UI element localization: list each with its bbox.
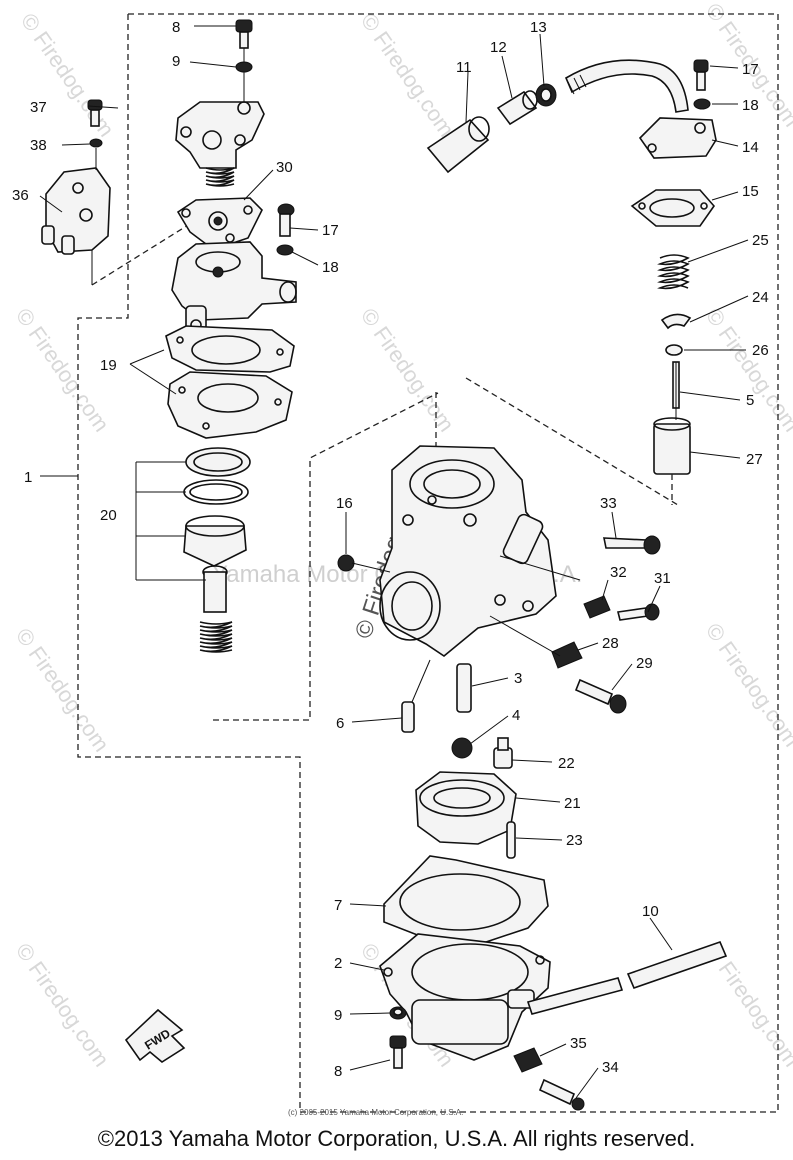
callout-12: 12 bbox=[490, 39, 507, 56]
jet-part-3-icon bbox=[456, 663, 472, 713]
watermark-firedog: © Firedog.com bbox=[11, 939, 114, 1072]
spring-part-32-icon bbox=[583, 595, 611, 619]
callout-3: 3 bbox=[514, 670, 522, 687]
callout-5: 5 bbox=[746, 392, 754, 409]
callout-34: 34 bbox=[602, 1059, 619, 1076]
callout-35: 35 bbox=[570, 1035, 587, 1052]
diaphragm-part-30-icon bbox=[176, 197, 263, 245]
callout-16: 16 bbox=[336, 495, 353, 512]
callout-20: 20 bbox=[100, 507, 117, 524]
jet-part-6-icon bbox=[401, 701, 415, 733]
pump-assembly bbox=[165, 19, 297, 653]
callout-4: 4 bbox=[512, 707, 520, 724]
hose-fittings-icon bbox=[426, 59, 689, 174]
callout-17: 17 bbox=[322, 222, 339, 239]
carburetor-body-icon bbox=[379, 445, 557, 657]
needle-part-5-icon bbox=[672, 361, 680, 420]
watermark-firedog: © Firedog.com bbox=[356, 304, 459, 437]
callout-1: 1 bbox=[24, 469, 32, 486]
lower-spring-icon bbox=[199, 621, 233, 653]
washer-part-9-icon bbox=[389, 1006, 407, 1020]
screw-part-34-icon bbox=[538, 1078, 585, 1111]
callout-22: 22 bbox=[558, 755, 575, 772]
tiny-credit: (c) 2005-2015 Yamaha Motor Corporation, … bbox=[288, 1108, 464, 1117]
screw-part-31-icon bbox=[617, 603, 660, 621]
spring-part-28-icon bbox=[551, 641, 583, 669]
gasket-part-19-lower-icon bbox=[167, 371, 293, 439]
clip-part-26-icon bbox=[665, 344, 683, 356]
screw-part-8-icon bbox=[389, 1035, 407, 1069]
callout-18: 18 bbox=[742, 97, 759, 114]
callout-33: 33 bbox=[600, 495, 617, 512]
float-part-21-icon bbox=[415, 771, 517, 845]
callout-11: 11 bbox=[456, 59, 472, 76]
callout-36: 36 bbox=[12, 187, 29, 204]
callout-18: 18 bbox=[322, 259, 339, 276]
washer-part-18-icon bbox=[276, 244, 294, 256]
callout-37: 37 bbox=[30, 99, 47, 116]
callout-25: 25 bbox=[752, 232, 769, 249]
pump-body-icon bbox=[171, 241, 297, 331]
callout-10: 10 bbox=[642, 903, 659, 920]
watermark-firedog: © Firedog.com bbox=[356, 9, 459, 142]
clip-part-24-icon bbox=[660, 313, 692, 330]
screw-part-8-icon bbox=[235, 19, 253, 62]
screw-part-17-icon bbox=[277, 203, 295, 237]
callout-29: 29 bbox=[636, 655, 653, 672]
watermark-firedog: © Firedog.com bbox=[701, 304, 793, 437]
inlet-cover-part-14-icon bbox=[638, 59, 717, 159]
jet-part-4-icon bbox=[451, 737, 473, 759]
callout-15: 15 bbox=[742, 183, 759, 200]
forward-arrow-icon: FWD bbox=[124, 1008, 186, 1063]
gasket-part-15-icon bbox=[630, 189, 716, 227]
callout-14: 14 bbox=[742, 139, 759, 156]
callout-6: 6 bbox=[336, 715, 344, 732]
screw-part-33-icon bbox=[603, 535, 661, 555]
fitting-part-36-icon bbox=[41, 99, 111, 285]
callout-9: 9 bbox=[172, 53, 180, 70]
callout-7: 7 bbox=[334, 897, 342, 914]
gasket-part-19-upper-icon bbox=[165, 325, 295, 373]
watermark-firedog: © Firedog.com bbox=[11, 304, 114, 437]
callout-24: 24 bbox=[752, 289, 769, 306]
plug-part-16-icon bbox=[337, 554, 391, 573]
callout-26: 26 bbox=[752, 342, 769, 359]
leader-lines bbox=[39, 25, 749, 1099]
callout-31: 31 bbox=[654, 570, 671, 587]
callout-30: 30 bbox=[276, 159, 293, 176]
callout-2: 2 bbox=[334, 955, 342, 972]
callout-labels: 8 9 37 38 36 30 17 18 19 1 20 11 12 13 1… bbox=[12, 19, 769, 1080]
callout-8: 8 bbox=[334, 1063, 342, 1080]
watermark-firedog: © Firedog.com bbox=[16, 9, 119, 142]
callout-9: 9 bbox=[334, 1007, 342, 1024]
callout-28: 28 bbox=[602, 635, 619, 652]
callout-23: 23 bbox=[566, 832, 583, 849]
piston-part-27-icon bbox=[653, 417, 691, 475]
spring-part-25-icon bbox=[657, 254, 690, 290]
float-bowl-part-2-icon bbox=[379, 933, 551, 1061]
callout-8: 8 bbox=[172, 19, 180, 36]
pin-part-23-icon bbox=[506, 821, 516, 859]
watermark-firedog: © Firedog.com bbox=[701, 619, 793, 752]
callout-32: 32 bbox=[610, 564, 627, 581]
copyright-footer: ©2013 Yamaha Motor Corporation, U.S.A. A… bbox=[97, 1126, 696, 1151]
tube-part-10-icon bbox=[526, 940, 728, 1015]
callout-13: 13 bbox=[530, 19, 547, 36]
callout-21: 21 bbox=[564, 795, 581, 812]
jet-part-22-icon bbox=[493, 737, 513, 769]
callout-27: 27 bbox=[746, 451, 763, 468]
screw-part-29-icon bbox=[574, 678, 627, 714]
callout-17: 17 bbox=[742, 61, 759, 78]
watermark-firedog: © Firedog.com bbox=[11, 624, 114, 757]
callout-38: 38 bbox=[30, 137, 47, 154]
pump-spring-icon bbox=[205, 167, 235, 187]
callout-19: 19 bbox=[100, 357, 117, 374]
pump-cover-icon bbox=[175, 101, 265, 169]
gasket-part-7-icon bbox=[383, 855, 549, 947]
spring-part-35-icon bbox=[513, 1047, 543, 1073]
washer-part-9-icon bbox=[235, 61, 253, 73]
seal-ring-part-20-icon bbox=[183, 447, 251, 613]
